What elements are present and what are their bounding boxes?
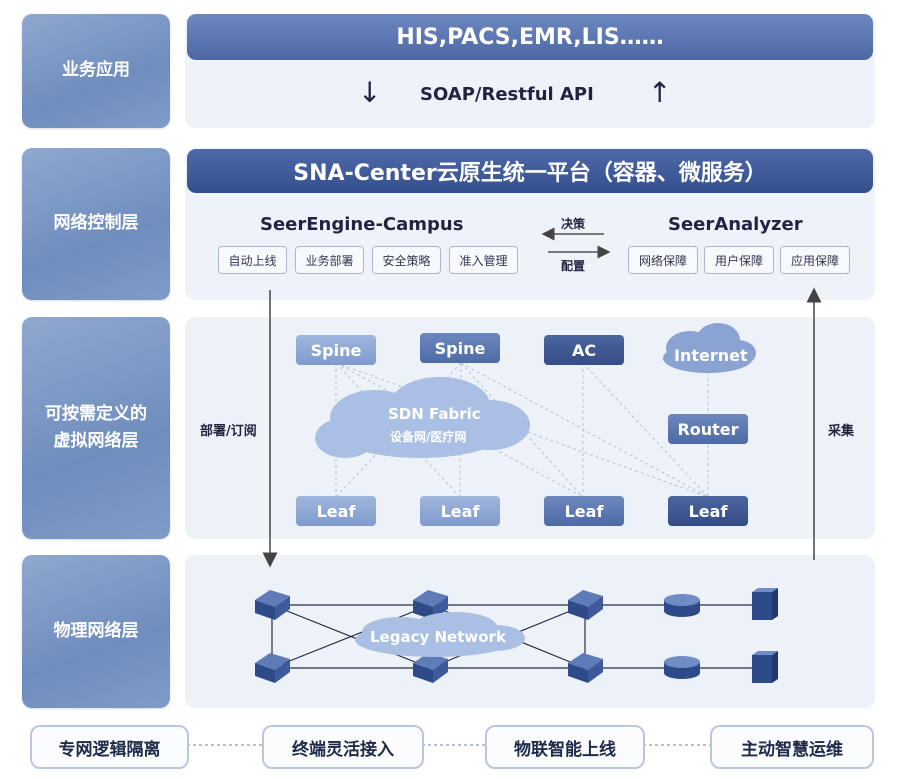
config-label: 配置	[561, 259, 586, 273]
internet-label: Internet	[674, 346, 748, 365]
layer-virtual-text-1: 可按需定义的	[45, 403, 147, 424]
switch-icon	[413, 653, 448, 683]
layer-label-business: 业务应用	[22, 14, 170, 128]
router-icon	[664, 656, 700, 679]
leaf-node-3: Leaf	[544, 496, 624, 526]
sdn-fabric-title: SDN Fabric	[388, 405, 481, 423]
sdn-fabric-cloud	[315, 377, 530, 458]
feature-proactive-smart-ops: 主动智慧运维	[710, 725, 874, 769]
analyzer-tag-application: 应用保障	[780, 246, 850, 274]
sna-center-bar: SNA-Center云原生统一平台（容器、微服务）	[187, 149, 873, 193]
ac-node: AC	[544, 335, 624, 365]
feature-flexible-terminal-access: 终端灵活接入	[262, 725, 424, 769]
router-icon	[664, 594, 700, 617]
layer-business-text: 业务应用	[62, 60, 130, 81]
leaf-node-2: Leaf	[420, 496, 500, 526]
business-apps-text: HIS,PACS,EMR,LIS……	[396, 24, 664, 50]
analyzer-tag-network: 网络保障	[628, 246, 698, 274]
legacy-network-cloud	[355, 612, 525, 657]
api-up-arrow: ↑	[648, 76, 672, 109]
spine-node-1: Spine	[296, 335, 376, 365]
decision-label: 决策	[561, 217, 586, 231]
engine-tag-security-policy: 安全策略	[372, 246, 441, 274]
deploy-subscribe-label: 部署/订阅	[200, 424, 257, 439]
seeranalyzer-title: SeerAnalyzer	[668, 214, 803, 235]
engine-tag-access-mgmt: 准入管理	[449, 246, 518, 274]
legacy-network-label: Legacy Network	[370, 628, 506, 646]
leaf-node-4: Leaf	[668, 496, 748, 526]
layer-virtual-text-2: 虚拟网络层	[53, 431, 139, 451]
server-icon	[752, 588, 778, 620]
switch-icon	[568, 590, 603, 620]
api-label: SOAP/Restful API	[420, 84, 594, 105]
layer-label-virtual: 可按需定义的 虚拟网络层	[22, 317, 170, 539]
seerengine-title: SeerEngine-Campus	[260, 214, 464, 235]
sdn-fabric-subtitle: 设备网/医疗网	[390, 430, 467, 444]
switch-icon	[255, 653, 290, 683]
leaf-node-1: Leaf	[296, 496, 376, 526]
engine-tag-service-deploy: 业务部署	[295, 246, 364, 274]
switch-icon	[568, 653, 603, 683]
business-apps-bar: HIS,PACS,EMR,LIS……	[187, 14, 873, 60]
engine-tag-auto-online: 自动上线	[218, 246, 287, 274]
spine-node-2: Spine	[420, 333, 500, 363]
layer-physical-text: 物理网络层	[53, 620, 139, 641]
api-down-arrow: ↓	[358, 76, 382, 109]
sna-center-text: SNA-Center云原生统一平台（容器、微服务）	[293, 161, 767, 186]
feature-private-network-isolation: 专网逻辑隔离	[30, 725, 189, 769]
switch-icon	[255, 590, 290, 620]
server-icon	[752, 651, 778, 683]
collect-label: 采集	[828, 424, 855, 439]
internet-cloud	[663, 323, 756, 373]
layer-label-control: 网络控制层	[22, 148, 170, 300]
layer-control-text: 网络控制层	[53, 213, 139, 234]
analyzer-tag-user: 用户保障	[704, 246, 774, 274]
layer-label-physical: 物理网络层	[22, 555, 170, 708]
feature-iot-smart-online: 物联智能上线	[485, 725, 645, 769]
router-node: Router	[668, 414, 748, 444]
